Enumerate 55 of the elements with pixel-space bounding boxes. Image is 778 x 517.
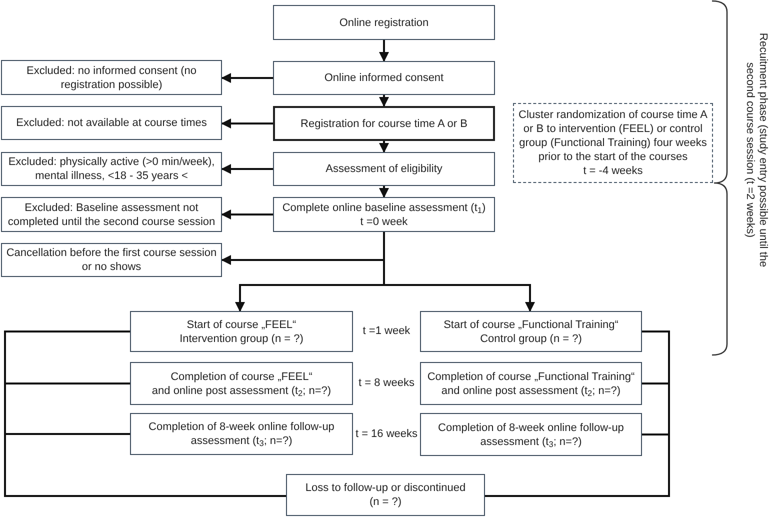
process-box (130, 362, 353, 405)
process-box (273, 61, 495, 95)
process-box (273, 106, 495, 141)
process-box (130, 311, 353, 352)
box-text: Excluded: not available at course times (16, 116, 207, 130)
box-text: Excluded: no informed consent (no registration possible) (26, 64, 198, 92)
box-text: Cancellation before the first course session or no shows (6, 246, 217, 274)
box-text: t =0 week (360, 214, 408, 228)
box-text: (n = ?) (369, 495, 402, 509)
process-box (420, 311, 642, 352)
box-text: and online post assessment (t$_{2}$; n=?) (441, 384, 621, 398)
box-text: Completion of course „Functional Training“ (427, 370, 635, 384)
process-box (273, 5, 495, 40)
process-box (1, 152, 222, 186)
process-box (420, 413, 642, 456)
arrow (383, 232, 535, 312)
process-box (1, 60, 222, 95)
box-text: Complete online baseline assessment (t$_{1}$) (282, 200, 486, 214)
process-box (273, 152, 495, 186)
box-text: Online informed consent (324, 71, 444, 85)
box-text: Control group (n = ?) (480, 332, 582, 346)
box-text: Loss to follow-up or discontinued (305, 481, 466, 495)
box-text: Excluded: physically active (>0 min/week), mental illness, <18 - 35 years < (7, 155, 216, 183)
time-label: t =1 week (362, 324, 410, 340)
box-text: Completion of 8-week online follow-up assessment (t$_{3}$; n=?) (148, 420, 336, 448)
arrow (379, 40, 389, 62)
rotated-label: Recuitment phase (study entry possible until the second course session (t =2 weeks) (743, 32, 769, 270)
box-text: Excluded: Baseline assessment not completed until the second course session (6, 200, 216, 228)
process-box (420, 362, 642, 405)
arrow (221, 73, 273, 83)
arrow (379, 141, 389, 153)
process-box (130, 413, 353, 455)
arrow (379, 95, 389, 107)
box-text: Assessment of eligibility (326, 162, 442, 176)
time-label: t = 8 weeks (358, 376, 414, 392)
arrow (221, 210, 273, 220)
arrow (221, 118, 273, 128)
box-text: t = -4 weeks (583, 164, 643, 178)
process-box (1, 243, 222, 277)
box-text: Start of course „FEEL“ (186, 318, 296, 332)
box-text: Completion of 8-week online follow-up assessment (t$_{3}$; n=?) (437, 420, 625, 448)
box-text: Start of course „Functional Training“ (444, 318, 618, 332)
process-box (1, 106, 222, 140)
box-text: and online post assessment (t$_{2}$; n=?) (152, 384, 332, 398)
process-box (286, 474, 485, 516)
process-box (1, 197, 222, 232)
box-text: Completion of course „FEEL“ (170, 370, 312, 384)
box-text: Online registration (339, 16, 429, 30)
arrow (379, 186, 389, 198)
time-label: t = 16 weeks (355, 426, 418, 442)
arrow (221, 164, 273, 174)
box-text: Registration for course time A or B (300, 116, 468, 130)
process-box (273, 197, 495, 232)
note-box (513, 103, 713, 183)
box-text: Intervention group (n = ?) (180, 332, 304, 346)
